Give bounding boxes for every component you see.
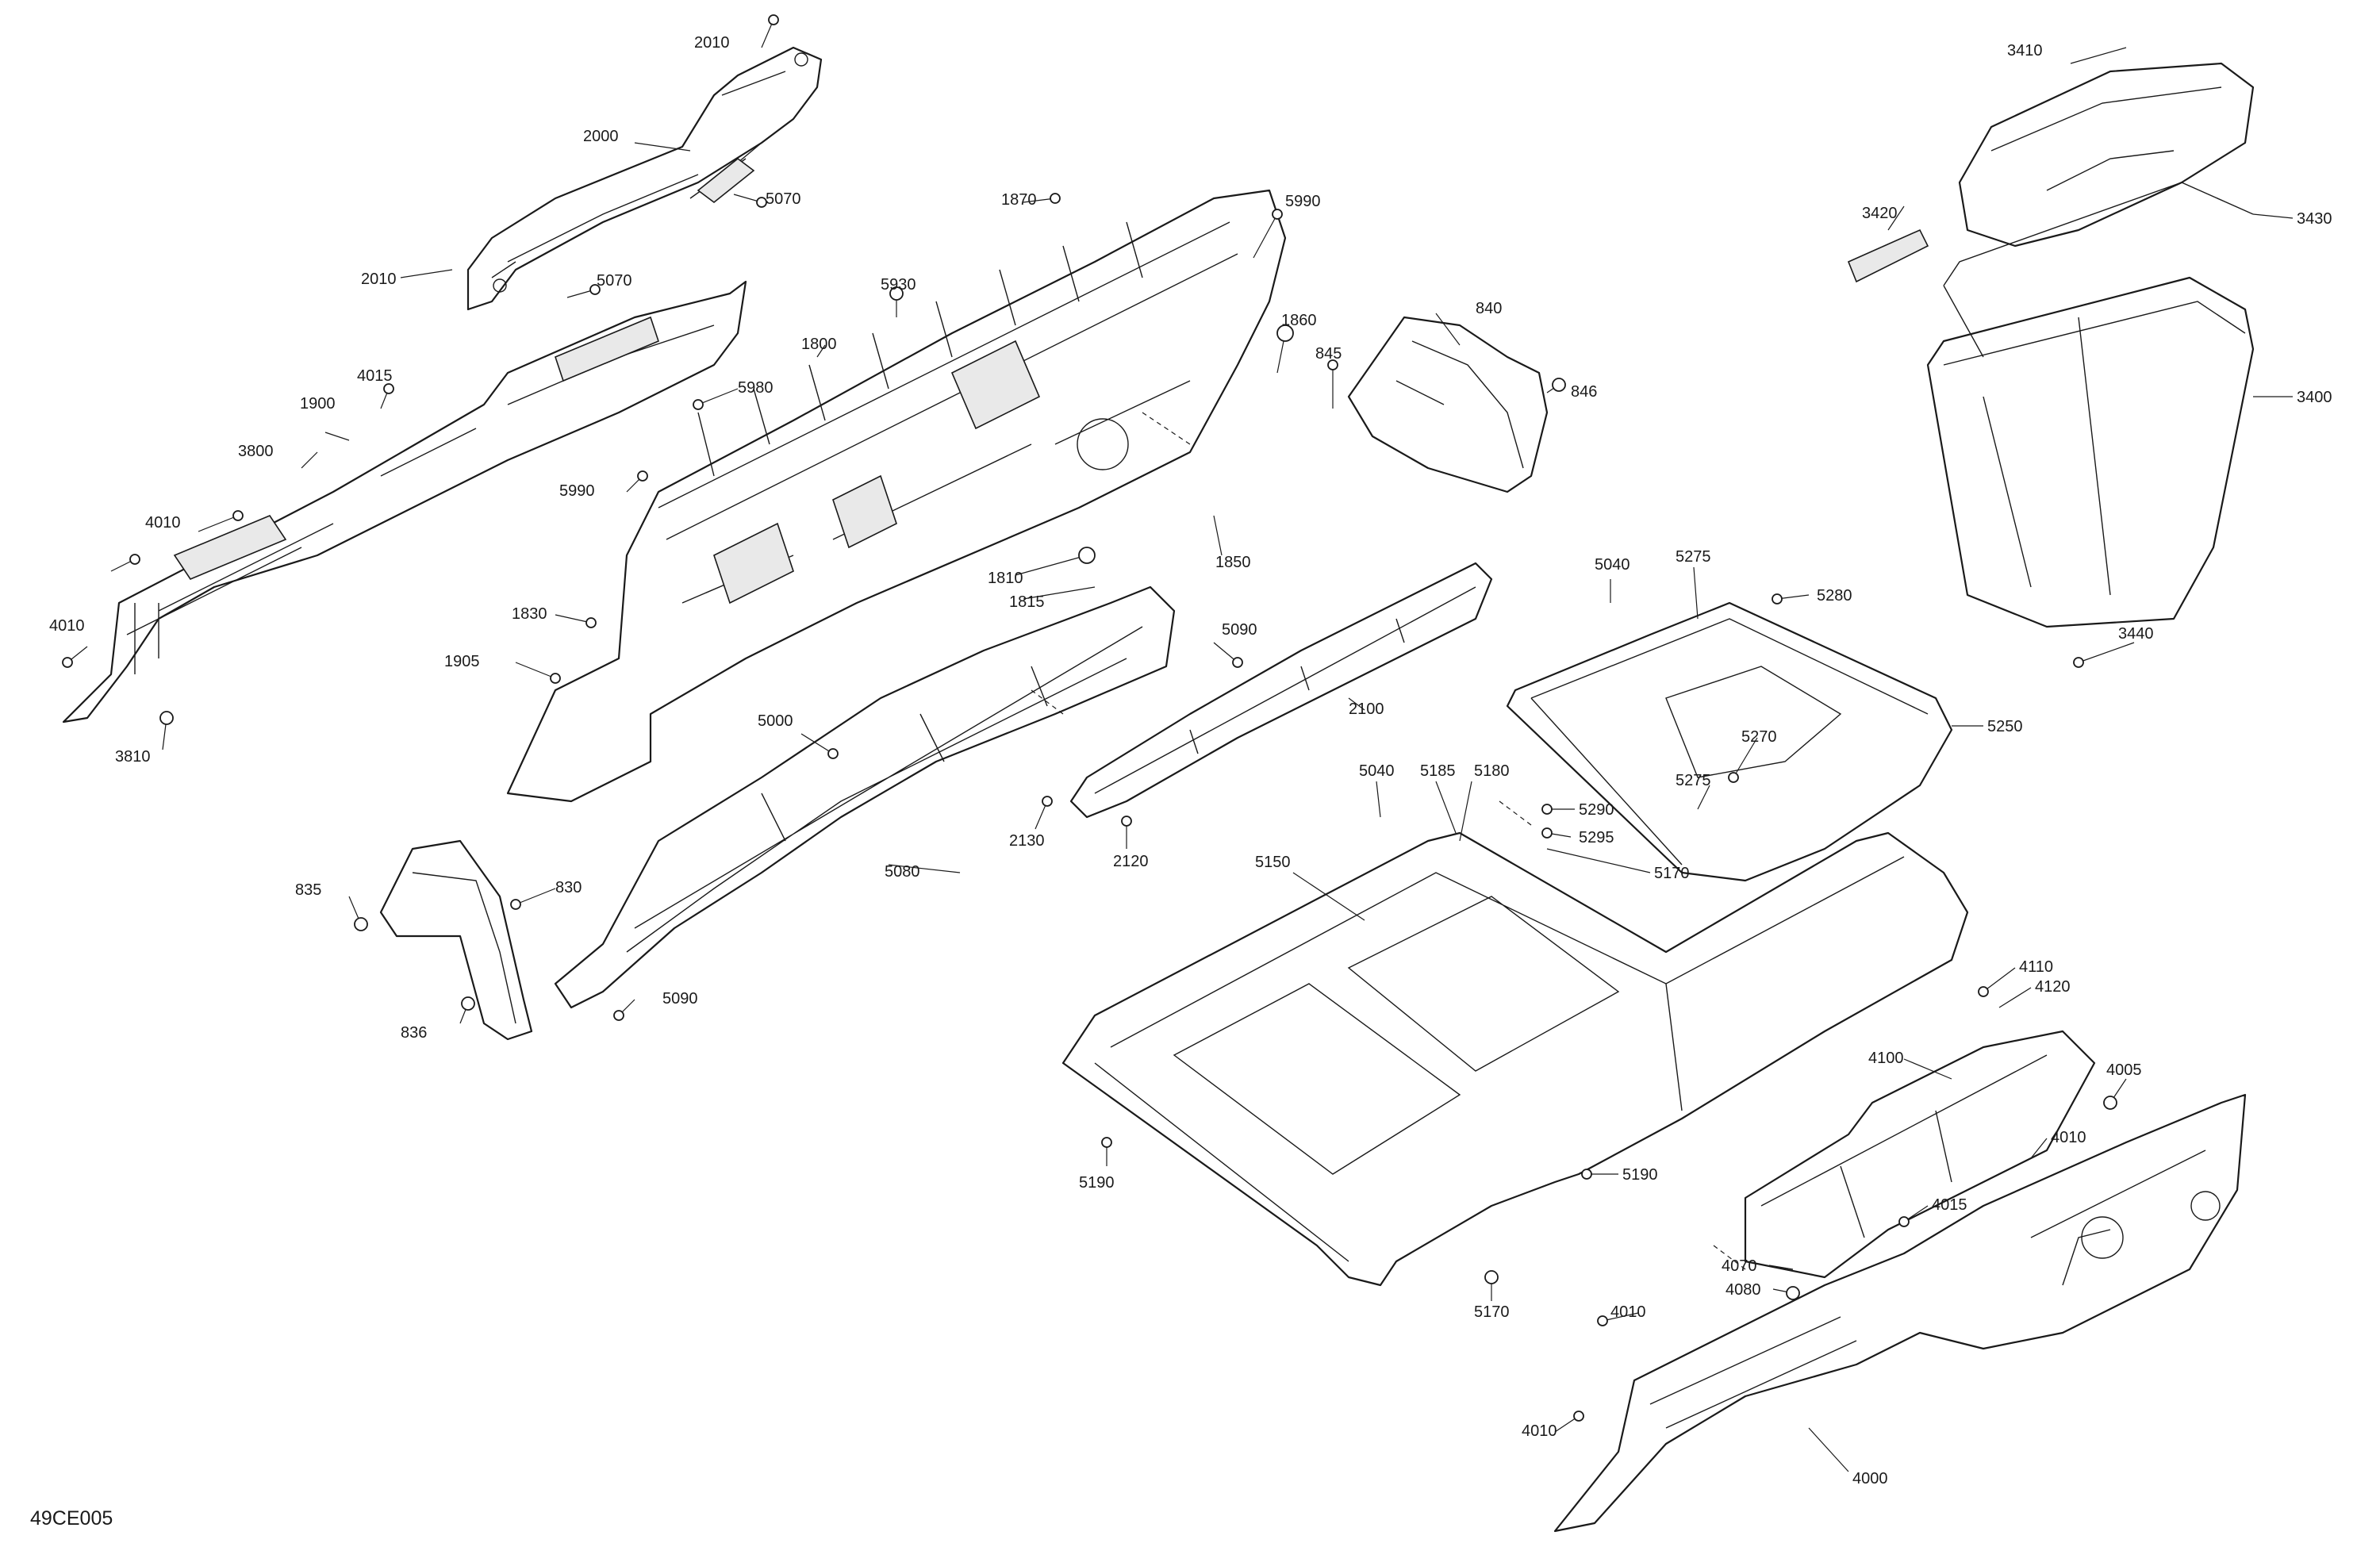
callout-3420: 3420	[1862, 205, 1898, 222]
callout-5280: 5280	[1817, 587, 1852, 605]
callout-2100: 2100	[1349, 700, 1384, 718]
callout-5270: 5270	[1741, 728, 1777, 746]
callout-5290: 5290	[1579, 801, 1614, 819]
callout-5070: 5070	[597, 272, 632, 290]
callout-4120: 4120	[2035, 978, 2071, 996]
part-4100-cross-panel	[1744, 1030, 2096, 1279]
callout-846: 846	[1571, 383, 1597, 401]
callout-5170: 5170	[1654, 865, 1690, 882]
callout-5190: 5190	[1622, 1166, 1658, 1184]
part-2100-rail	[1069, 562, 1493, 819]
callout-5990: 5990	[559, 482, 595, 500]
callout-4110: 4110	[2019, 958, 2053, 976]
callout-3400: 3400	[2297, 389, 2332, 406]
callout-4010: 4010	[49, 617, 85, 635]
callout-4005: 4005	[2106, 1061, 2142, 1079]
callout-1850: 1850	[1215, 554, 1251, 571]
callout-4000: 4000	[1852, 1470, 1888, 1487]
callout-5295: 5295	[1579, 829, 1614, 846]
leader-lines	[67, 19, 2294, 1472]
callout-4010: 4010	[2051, 1129, 2086, 1146]
part-4000-side-panel	[1553, 1093, 2247, 1533]
part-2000-upper-rail	[466, 46, 823, 311]
callout-5250: 5250	[1987, 718, 2023, 735]
callout-1860: 1860	[1281, 312, 1317, 329]
callout-5040: 5040	[1359, 762, 1395, 780]
diagram-reference-code: 49CE005	[30, 1507, 113, 1530]
callout-1905: 1905	[444, 653, 480, 670]
callout-3440: 3440	[2118, 625, 2154, 643]
callout-845: 845	[1315, 345, 1342, 363]
part-3400-storage-box	[1847, 62, 2255, 628]
callout-3810: 3810	[115, 748, 151, 766]
callout-5000: 5000	[758, 712, 793, 730]
callout-5080: 5080	[885, 863, 920, 881]
callout-5090: 5090	[662, 990, 698, 1008]
callout-5980: 5980	[738, 379, 774, 397]
part-5150-floor-pan	[1061, 831, 1969, 1287]
callout-835: 835	[295, 881, 321, 899]
callout-1810: 1810	[988, 570, 1023, 587]
callout-4010: 4010	[145, 514, 181, 532]
callout-4015: 4015	[357, 367, 393, 385]
callout-4100: 4100	[1868, 1050, 1904, 1067]
callout-2010: 2010	[694, 34, 730, 52]
callout-2120: 2120	[1113, 853, 1149, 870]
callout-5930: 5930	[881, 276, 916, 294]
part-3800-side-panel	[62, 280, 747, 724]
callout-5170: 5170	[1474, 1303, 1510, 1321]
callout-2000: 2000	[583, 128, 619, 145]
callout-5190: 5190	[1079, 1174, 1115, 1192]
callout-5150: 5150	[1255, 854, 1291, 871]
callout-5275: 5275	[1676, 772, 1711, 789]
callout-4015: 4015	[1932, 1196, 1967, 1214]
callout-840: 840	[1476, 300, 1502, 317]
callout-5275: 5275	[1676, 548, 1711, 566]
callout-830: 830	[555, 879, 582, 896]
callout-2130: 2130	[1009, 832, 1045, 850]
part-1800-bulkhead	[506, 189, 1287, 803]
callout-labels: 2010 2000 5070 2010 5070 1870 5990 5930 …	[49, 34, 2332, 1487]
callout-4080: 4080	[1726, 1281, 1761, 1299]
callout-5040: 5040	[1595, 556, 1630, 574]
callout-5180: 5180	[1474, 762, 1510, 780]
callout-836: 836	[401, 1024, 427, 1042]
callout-4070: 4070	[1722, 1257, 1757, 1275]
callout-1815: 1815	[1009, 593, 1045, 611]
callout-1800: 1800	[801, 336, 837, 353]
callout-3410: 3410	[2007, 42, 2043, 59]
callout-5090: 5090	[1222, 621, 1257, 639]
callout-1870: 1870	[1001, 191, 1037, 209]
callout-4010: 4010	[1522, 1422, 1557, 1440]
callout-2010: 2010	[361, 271, 397, 288]
callout-1830: 1830	[512, 605, 547, 623]
part-840-guard	[1347, 316, 1549, 493]
part-5250-floor-tray	[1506, 601, 1953, 882]
callout-4010: 4010	[1610, 1303, 1646, 1321]
callout-3800: 3800	[238, 443, 274, 460]
callout-5185: 5185	[1420, 762, 1456, 780]
callout-5070: 5070	[766, 190, 801, 208]
part-5000-lower-rail	[554, 585, 1176, 1009]
callout-5990: 5990	[1285, 193, 1321, 210]
part-830-bracket	[379, 839, 533, 1041]
fasteners	[62, 14, 2117, 1422]
callout-1900: 1900	[300, 395, 336, 413]
callout-3430: 3430	[2297, 210, 2332, 228]
